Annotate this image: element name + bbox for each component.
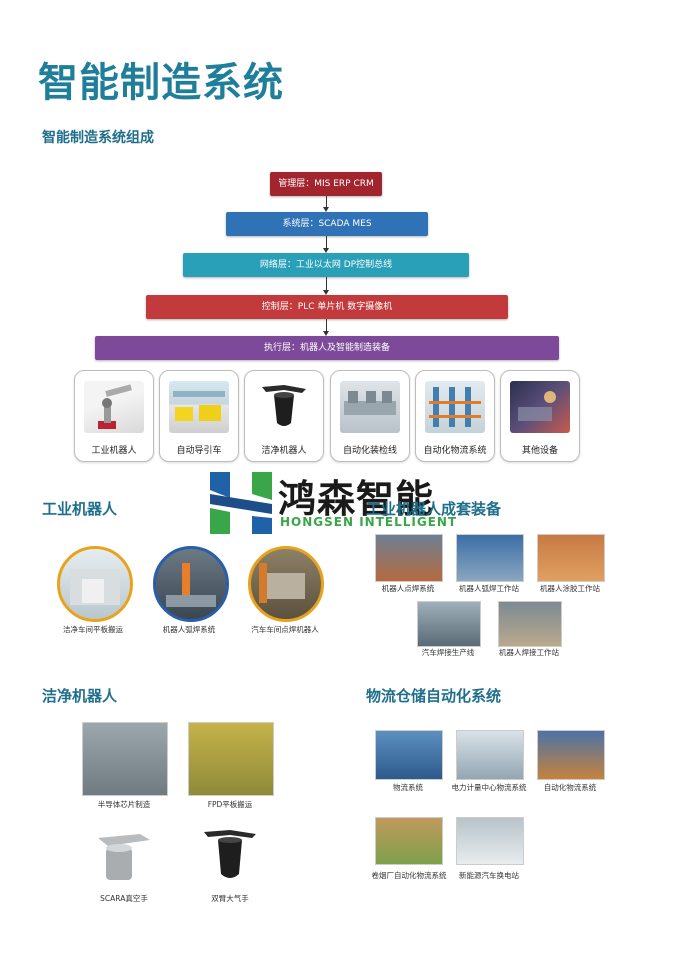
robot-sets-photo-5: [498, 601, 562, 647]
clean-robot-caption: 双臂大气手: [211, 894, 249, 903]
layer-management: 管理层：MIS ERP CRM: [270, 172, 382, 196]
industrial-robot-caption: 汽车车间点焊机器人: [251, 625, 319, 634]
industrial-robot-photo-3: [248, 546, 324, 622]
equipment-card-assembly-line: 自动化装检线: [330, 370, 410, 462]
layer-network: 网络层：工业以太网 DP控制总线: [183, 253, 469, 277]
robot-sets-caption: 机器人弧焊工作站: [459, 584, 519, 593]
industrial-robot-photo-2: [153, 546, 229, 622]
clean-robot-caption: SCARA真空手: [100, 894, 148, 903]
equipment-label: 工业机器人: [91, 446, 137, 456]
logistics-photo-5: [456, 817, 524, 865]
agv-image: [169, 381, 229, 433]
robot-sets-heading: 工业机器人成套装备: [366, 500, 502, 518]
arrow-down-icon: [323, 196, 329, 212]
industrial-robot-heading: 工业机器人: [42, 500, 118, 518]
layer-system: 系统层：SCADA MES: [226, 212, 428, 236]
industrial-robot-image: [84, 381, 144, 433]
composition-heading: 智能制造系统组成: [42, 130, 154, 146]
industrial-robot-photo-1: [57, 546, 133, 622]
equipment-card-agv: 自动导引车: [159, 370, 239, 462]
hongsen-logo-icon: [208, 470, 274, 536]
logistics-image: [425, 381, 485, 433]
scara-robot-image: [92, 830, 156, 886]
arrow-down-icon: [323, 277, 329, 295]
equipment-label: 洁净机器人: [261, 446, 307, 456]
logistics-caption: 电力计量中心物流系统: [451, 783, 527, 792]
industrial-robot-caption: 机器人弧焊系统: [162, 625, 216, 634]
robot-sets-photo-4: [417, 601, 481, 647]
industrial-robot-caption: 洁净车间平板搬运: [63, 625, 123, 634]
logistics-heading: 物流仓储自动化系统: [366, 687, 502, 705]
equipment-card-logistics: 自动化物流系统: [415, 370, 495, 462]
robot-sets-caption: 机器人焊接工作站: [499, 648, 559, 657]
logo-name-en: HONGSEN INTELLIGENT: [280, 515, 458, 529]
robot-sets-photo-1: [375, 534, 443, 582]
logistics-caption: 自动化物流系统: [543, 783, 597, 792]
robot-sets-caption: 机器人涂胶工作站: [540, 584, 600, 593]
equipment-card-clean-robot: 洁净机器人: [244, 370, 324, 462]
equipment-card-industrial-robot: 工业机器人: [74, 370, 154, 462]
equipment-label: 其他设备: [521, 446, 558, 456]
equipment-label: 自动化装检线: [342, 446, 397, 456]
layer-execution: 执行层：机器人及智能制造装备: [95, 336, 559, 360]
equipment-label: 自动化物流系统: [423, 446, 487, 456]
clean-robot-heading: 洁净机器人: [42, 687, 118, 705]
other-equipment-image: [510, 381, 570, 433]
robot-sets-caption: 机器人点焊系统: [381, 584, 435, 593]
logistics-caption: 物流系统: [393, 783, 423, 792]
dual-arm-robot-image: [198, 826, 262, 886]
page-title: 智能制造系统: [38, 60, 284, 106]
robot-sets-photo-3: [537, 534, 605, 582]
clean-robot-caption: 半导体芯片制造: [97, 800, 151, 809]
logistics-photo-3: [537, 730, 605, 780]
clean-robot-caption: FPD平板搬运: [207, 800, 253, 809]
logistics-photo-1: [375, 730, 443, 780]
logo-name-cn: 鸿森智能: [278, 477, 435, 521]
logistics-caption: 卷烟厂自动化物流系统: [371, 871, 447, 880]
clean-robot-photo-2: [188, 722, 274, 796]
robot-sets-caption: 汽车焊接生产线: [421, 648, 475, 657]
arrow-down-icon: [323, 319, 329, 336]
clean-robot-photo-1: [82, 722, 168, 796]
clean-robot-image: [254, 381, 314, 433]
logistics-photo-2: [456, 730, 524, 780]
arrow-down-icon: [323, 236, 329, 253]
assembly-line-image: [340, 381, 400, 433]
robot-sets-photo-2: [456, 534, 524, 582]
logistics-photo-4: [375, 817, 443, 865]
logistics-caption: 新能源汽车换电站: [459, 871, 519, 880]
layer-control: 控制层：PLC 单片机 数字摄像机: [146, 295, 508, 319]
equipment-card-other: 其他设备: [500, 370, 580, 462]
equipment-label: 自动导引车: [176, 446, 222, 456]
